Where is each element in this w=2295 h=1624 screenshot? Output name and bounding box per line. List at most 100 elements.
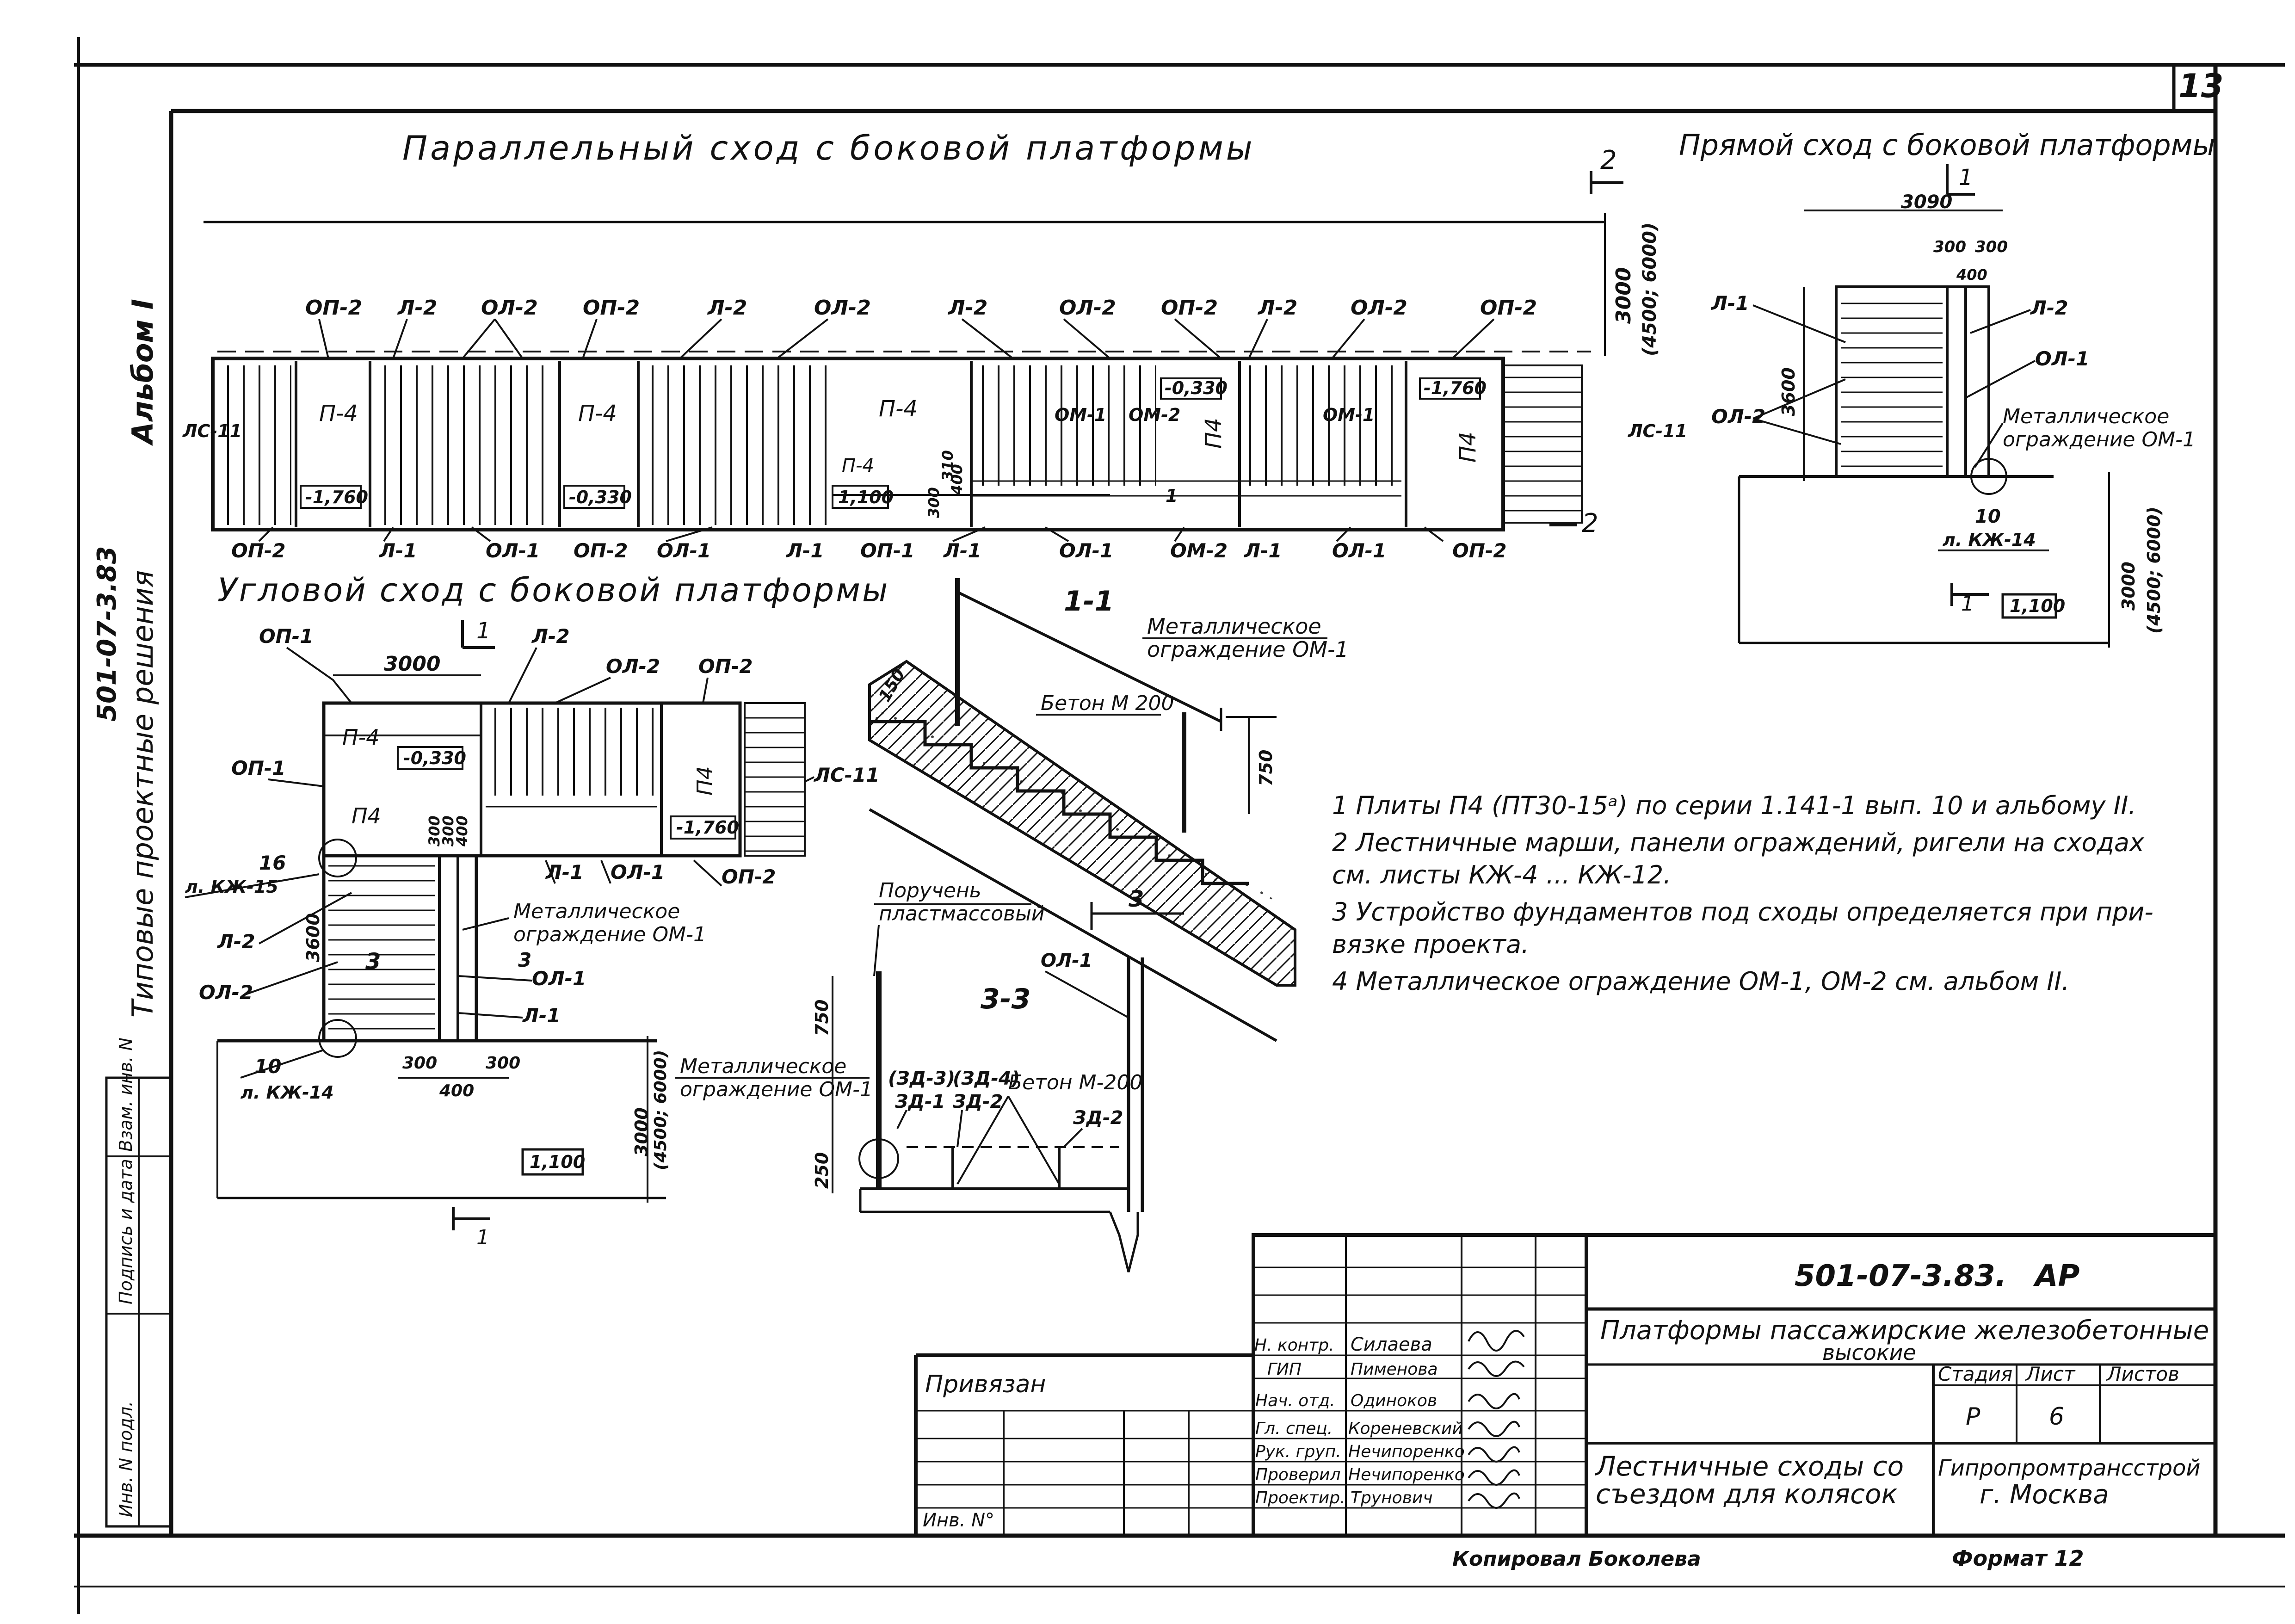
label-top-8: ОП-2 xyxy=(1161,296,1218,320)
tb-name-2: Одиноков xyxy=(1351,1391,1437,1410)
tb-name-3: Кореневский xyxy=(1348,1419,1463,1438)
parallel-title: Параллельный сход с боковой платформы xyxy=(402,129,1255,167)
view-parallel: Параллельный сход с боковой платформы 30… xyxy=(182,129,1687,562)
straight-elev: 1,100 xyxy=(2010,596,2065,616)
side-ls11-left: ЛС-11 xyxy=(182,421,242,441)
notes: 1 Плиты П4 (ПТ30-15ᵃ) по серии 1.141-1 в… xyxy=(1332,791,2153,996)
tb-name-0: Силаева xyxy=(1351,1334,1432,1355)
s33-dim-750: 750 xyxy=(812,1000,832,1036)
label-top-1: Л-2 xyxy=(397,296,437,320)
corner-dim-alt: (4500; 6000) xyxy=(651,1050,670,1170)
corner-label-6: ОЛ-2 xyxy=(199,981,253,1004)
corner-mark-1-bot: 1 xyxy=(476,1226,489,1249)
small-dim-300: 300 xyxy=(925,487,943,518)
tb-sheet-title-2: съездом для колясок xyxy=(1596,1478,1898,1510)
s33-label-zd1: ЗД-1 xyxy=(895,1091,945,1112)
section-mark-2-top: 2 xyxy=(1600,145,1617,175)
note-line-2: см. листы КЖ-4 ... КЖ-12. xyxy=(1332,860,1671,889)
s33-dim-250: 250 xyxy=(812,1152,832,1189)
corner-dim-400a: 400 xyxy=(453,815,471,847)
section-3-3-title: 3-3 xyxy=(981,983,1030,1015)
inner-om2: ОМ-2 xyxy=(1129,405,1180,425)
stamp-sign: Подпись и дата xyxy=(116,1159,136,1304)
corner-callout-16: 16 xyxy=(259,852,286,874)
series-title: Типовые проектные решения xyxy=(126,570,160,1018)
corner-label-3: ОП-2 xyxy=(698,655,753,678)
corner-dim-3000b: 3000 xyxy=(631,1107,652,1156)
tb-name-1: Пименова xyxy=(1351,1360,1438,1379)
s33-concrete: Бетон М-200 xyxy=(1008,1071,1142,1094)
tb-role-0: Н. контр. xyxy=(1254,1336,1334,1355)
label-bot-4: ОЛ-1 xyxy=(657,539,711,562)
label-bot-1: Л-1 xyxy=(378,539,417,562)
corner-label-10: ЛС-11 xyxy=(813,764,880,786)
tb-stage-v0: Р xyxy=(1966,1403,1980,1431)
section-1-1-title: 1-1 xyxy=(1064,585,1114,617)
tb-copied: Копировал Боколева xyxy=(1452,1547,1701,1571)
view-section-1-1: 1-1 Металлическое ограждение ОМ-1 Бетон … xyxy=(868,578,1349,1042)
section-mark-2-bottom: 2 xyxy=(1582,508,1598,538)
corner-label-11: Л-1 xyxy=(522,1004,561,1027)
note-line-0: 1 Плиты П4 (ПТ30-15ᵃ) по серии 1.141-1 в… xyxy=(1332,791,2136,820)
stamp-inv: Инв. N подл. xyxy=(116,1401,136,1517)
corner-panel-2: П4 xyxy=(692,766,717,796)
sheet-number: 13 xyxy=(2178,67,2223,105)
s33-label-ol1: ОЛ-1 xyxy=(1041,950,1092,971)
corner-label-8: ОЛ-1 xyxy=(611,861,665,883)
corner-dim-300a: 300 xyxy=(426,815,443,846)
straight-dim-400: 400 xyxy=(1956,266,1987,284)
tb-bound: Привязан xyxy=(925,1371,1046,1398)
tb-stage-v1: 6 xyxy=(2049,1403,2064,1431)
sheet-frame xyxy=(74,37,2285,1614)
corner-dim-300b: 300 xyxy=(439,815,457,846)
straight-dim-300b: 300 xyxy=(1975,238,2008,256)
corner-dim-3600: 3600 xyxy=(303,913,323,962)
label-top-11: ОП-2 xyxy=(1480,296,1537,320)
label-top-10: ОЛ-2 xyxy=(1351,296,1407,320)
elev-0: -1,760 xyxy=(305,487,368,507)
corner-label-12: ОЛ-1 xyxy=(532,967,586,990)
panel-p4-1: П-4 xyxy=(578,401,617,426)
tb-role-5: Проверил xyxy=(1255,1465,1341,1484)
straight-label-ol1: ОЛ-1 xyxy=(2035,347,2089,370)
tb-stage-h1: Лист xyxy=(2025,1363,2076,1385)
inner-mark-1: 1 xyxy=(1166,486,1178,506)
panel-p4-2: П-4 xyxy=(879,396,918,422)
corner-mark-1-top: 1 xyxy=(476,618,491,644)
elev-3: -0,330 xyxy=(1165,378,1228,398)
s11-mark-3: 3 xyxy=(1129,886,1144,912)
note-line-5: 4 Металлическое ограждение ОМ-1, ОМ-2 см… xyxy=(1332,967,2069,996)
tb-project-2: высокие xyxy=(1822,1340,1916,1365)
view-section-3-3: 3-3 Поручень пластмассовый ОЛ-1 (ЗД-3) (… xyxy=(675,879,1144,1272)
s33-fence-1: Металлическое xyxy=(680,1055,846,1078)
label-bot-12: ОП-2 xyxy=(1452,539,1507,562)
label-bot-5: Л-1 xyxy=(785,539,824,562)
view-straight: Прямой сход с боковой платформы 1 3090 3… xyxy=(1679,128,2215,648)
tb-name-5: Нечипоренко xyxy=(1348,1465,1465,1484)
corner-title: Угловой сход с боковой платформы xyxy=(217,571,889,609)
straight-label-l2: Л-2 xyxy=(2030,296,2068,319)
corner-dim-300d: 300 xyxy=(486,1054,520,1073)
label-top-9: Л-2 xyxy=(1257,296,1297,320)
small-dim-310: 310 xyxy=(939,450,956,481)
s11-fence-2: ограждение ОМ-1 xyxy=(1147,637,1349,662)
stamp-replace: Взам. инв. N xyxy=(116,1037,136,1152)
straight-dim-300a: 300 xyxy=(1933,238,1966,256)
tb-code: 501-07-3.83. xyxy=(1795,1259,2006,1293)
panel-p4-0: П-4 xyxy=(319,401,358,426)
side-ls11-right: ЛС-11 xyxy=(1628,421,1687,441)
corner-panel-1: П4 xyxy=(352,803,381,828)
corner-fence-1: Металлическое xyxy=(513,900,680,923)
straight-label-l1: Л-1 xyxy=(1710,292,1749,315)
s33-fence-2: ограждение ОМ-1 xyxy=(680,1078,873,1101)
corner-mark-3b: 3 xyxy=(365,949,381,975)
s33-label-zd2b: ЗД-2 xyxy=(1073,1107,1123,1129)
corner-callout-kzh14: л. КЖ-14 xyxy=(241,1082,334,1103)
series-code-vertical: 501-07-3.83 xyxy=(92,546,122,722)
inner-om1-b: ОМ-1 xyxy=(1323,405,1375,425)
corner-label-9: ОП-2 xyxy=(722,865,776,888)
straight-dim-3090: 3090 xyxy=(1901,191,1952,213)
label-top-4: Л-2 xyxy=(707,296,747,320)
tb-org-1: Гипропромтрансстрой xyxy=(1938,1455,2201,1481)
